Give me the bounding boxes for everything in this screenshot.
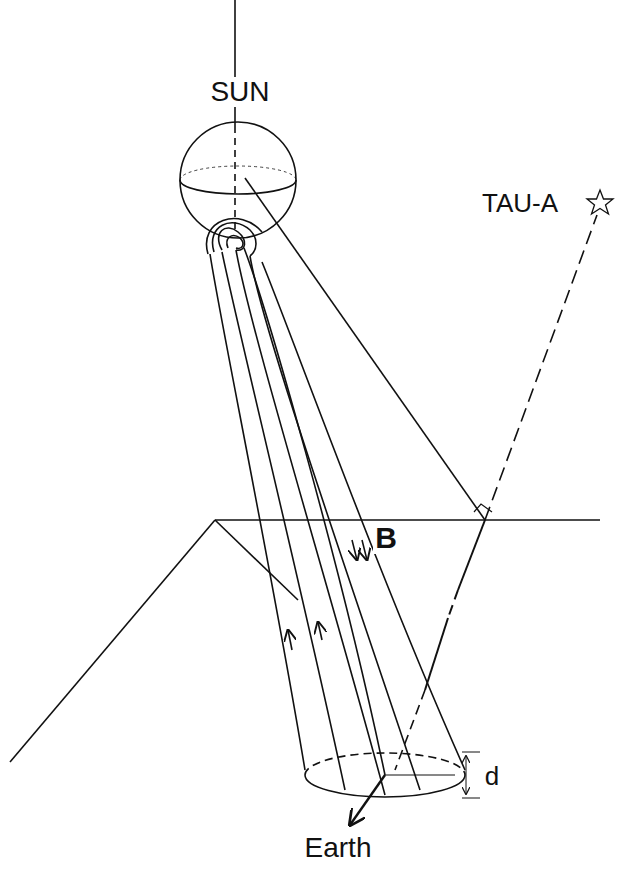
dimension-line bbox=[462, 798, 480, 799]
field-loop bbox=[213, 223, 256, 256]
axis-line bbox=[234, 0, 236, 126]
sun-equator bbox=[180, 180, 296, 194]
projection-line bbox=[245, 178, 485, 520]
dimension-arrow bbox=[466, 756, 467, 794]
dimension-label: d bbox=[483, 762, 501, 790]
tube-section-back bbox=[305, 753, 465, 775]
tube-section bbox=[305, 775, 465, 797]
axis-line-hidden bbox=[234, 126, 236, 230]
star-symbol bbox=[587, 190, 613, 214]
direction-label: Earth bbox=[303, 833, 374, 863]
field-arrow bbox=[288, 630, 292, 650]
sun-sphere bbox=[180, 122, 296, 238]
earth-arrow bbox=[350, 775, 385, 825]
field-arrow bbox=[362, 540, 367, 560]
field-line bbox=[244, 248, 385, 775]
line-of-sight bbox=[458, 520, 485, 590]
line-of-sight-hidden bbox=[448, 590, 458, 618]
field-loop bbox=[206, 219, 262, 254]
field-arrow bbox=[318, 622, 322, 640]
field-arrow bbox=[352, 540, 357, 560]
dimension-line bbox=[462, 752, 480, 753]
sun-equator-back bbox=[180, 166, 296, 180]
field-line bbox=[222, 252, 345, 790]
field-loop bbox=[227, 236, 243, 249]
tube-radius bbox=[385, 775, 455, 776]
axis-line bbox=[215, 519, 600, 521]
field-loop bbox=[219, 228, 245, 250]
star-label: TAU-A bbox=[480, 189, 560, 217]
field-line bbox=[250, 256, 420, 790]
field-line bbox=[210, 254, 305, 770]
axis-line bbox=[215, 520, 298, 600]
axis-line bbox=[10, 520, 215, 762]
line-of-sight bbox=[485, 215, 597, 520]
sun-label: SUN bbox=[208, 77, 271, 107]
line-of-sight bbox=[425, 618, 448, 690]
field-label: B bbox=[373, 522, 399, 554]
field-line bbox=[262, 262, 465, 770]
